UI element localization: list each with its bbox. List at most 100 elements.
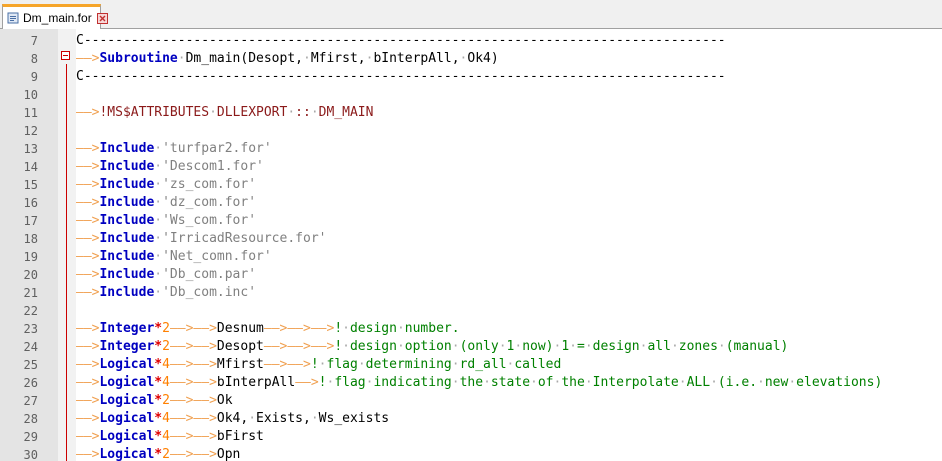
- space-dot: ·: [154, 231, 163, 246]
- space-dot: ·: [303, 51, 311, 66]
- space-dot: ·: [569, 339, 577, 354]
- tab-arrow: ——>: [263, 339, 288, 354]
- comment: design: [592, 339, 640, 354]
- directive: !MS$ATTRIBUTES: [99, 105, 210, 120]
- code-line[interactable]: 22: [0, 302, 942, 320]
- code-content: ——>Include·'Descom1.for': [76, 158, 264, 176]
- tab-arrow: ——>: [193, 393, 217, 408]
- code-text: Mfirst: [216, 357, 264, 372]
- space-dot: ·: [553, 339, 562, 354]
- space-dot: ·: [209, 105, 217, 120]
- space-dot: ·: [483, 375, 491, 390]
- tab-dm-main[interactable]: Dm_main.for: [2, 4, 108, 29]
- space-dot: ·: [584, 375, 593, 390]
- comment: new: [764, 375, 789, 390]
- space-dot: ·: [365, 51, 374, 66]
- code-line[interactable]: 16——>Include·'dz_com.for': [0, 194, 942, 212]
- space-dot: ·: [710, 375, 718, 390]
- tab-arrow: ——>: [263, 321, 288, 336]
- code-line[interactable]: 10: [0, 86, 942, 104]
- keyword: Include: [99, 177, 155, 192]
- code-content: ——>Integer*2——>——>Desopt——>——>——>!·desig…: [76, 338, 788, 356]
- string: 'Net_comn.for': [162, 249, 272, 264]
- code-line[interactable]: 25——>Logical*4——>——>Mfirst——>——>!·flag·d…: [0, 356, 942, 374]
- comment: design: [349, 339, 397, 354]
- code-line[interactable]: 29——>Logical*4——>——>bFirst: [0, 428, 942, 446]
- code-line[interactable]: 12: [0, 122, 942, 140]
- comment: now): [522, 339, 554, 354]
- tab-arrow: ——>: [310, 321, 335, 336]
- code-line[interactable]: 8——>Subroutine·Dm_main(Desopt,·Mfirst,·b…: [0, 50, 942, 68]
- string: 'Descom1.for': [162, 159, 264, 174]
- code-editor[interactable]: 7 C--------------------------------------…: [0, 29, 942, 461]
- tab-arrow: ——>: [295, 375, 319, 390]
- code-text: C---------------------------------------…: [76, 33, 726, 48]
- tab-arrow: ——>: [193, 411, 217, 426]
- code-text: Mfirst,: [310, 51, 366, 66]
- operator: *: [154, 321, 163, 336]
- tab-arrow: ——>: [76, 141, 100, 156]
- line-number: 19: [23, 250, 38, 264]
- comment: option: [404, 339, 452, 354]
- tab-arrow: ——>: [76, 285, 100, 300]
- space-dot: ·: [451, 375, 460, 390]
- code-text: Opn: [216, 447, 241, 461]
- code-content: ——>Integer*2——>——>Desnum——>——>——>!·desig…: [76, 320, 460, 338]
- tab-arrow: ——>: [193, 339, 217, 354]
- close-icon[interactable]: [96, 12, 108, 24]
- operator: *: [154, 393, 163, 408]
- line-number: 9: [30, 70, 38, 84]
- code-text: Desnum: [216, 321, 264, 336]
- comment: =: [577, 339, 585, 354]
- space-dot: ·: [365, 375, 374, 390]
- code-line[interactable]: 27——>Logical*2——>——>Ok: [0, 392, 942, 410]
- code-line[interactable]: 23——>Integer*2——>——>Desnum——>——>——>!·des…: [0, 320, 942, 338]
- tab-arrow: ——>: [76, 267, 100, 282]
- tab-arrow: ——>: [76, 447, 100, 461]
- space-dot: ·: [498, 339, 507, 354]
- code-line[interactable]: 7 C--------------------------------------…: [0, 32, 942, 50]
- comment: !: [318, 375, 327, 390]
- number: 2: [162, 393, 170, 408]
- tab-arrow: ——>: [76, 231, 100, 246]
- string: 'zs_com.for': [162, 177, 257, 192]
- tab-arrow: ——>: [76, 411, 100, 426]
- keyword: Integer: [99, 339, 155, 354]
- space-dot: ·: [248, 411, 257, 426]
- tab-arrow: ——>: [76, 321, 100, 336]
- tab-arrow: ——>: [287, 339, 311, 354]
- comment: (only: [459, 339, 499, 354]
- code-line[interactable]: 13——>Include·'turfpar2.for': [0, 140, 942, 158]
- code-line[interactable]: 24——>Integer*2——>——>Desopt——>——>——>!·des…: [0, 338, 942, 356]
- code-line[interactable]: 18——>Include·'IrricadResource.for': [0, 230, 942, 248]
- code-content: ——>Logical*4——>——>bInterpAll——>!·flag·in…: [76, 374, 882, 392]
- code-line[interactable]: 21——>Include·'Db_com.inc': [0, 284, 942, 302]
- line-number: 7: [30, 34, 38, 48]
- code-line[interactable]: 20——>Include·'Db_com.par': [0, 266, 942, 284]
- tab-arrow: ——>: [169, 411, 194, 426]
- space-dot: ·: [396, 321, 405, 336]
- directive: ::: [295, 105, 311, 120]
- tab-arrow: ——>: [76, 177, 100, 192]
- code-line[interactable]: 11——>!MS$ATTRIBUTES·DLLEXPORT·::·DM_MAIN: [0, 104, 942, 122]
- comment: the: [459, 375, 484, 390]
- space-dot: ·: [670, 339, 679, 354]
- code-text: Exists,: [256, 411, 311, 426]
- code-line[interactable]: 30——>Logical*2——>——>Opn: [0, 446, 942, 461]
- code-line[interactable]: 19——>Include·'Net_comn.for': [0, 248, 942, 266]
- number: 4: [162, 357, 170, 372]
- fold-collapse-icon[interactable]: [61, 51, 70, 60]
- code-content: ——>Logical*4——>——>Ok4,·Exists,·Ws_exists: [76, 410, 389, 428]
- code-line[interactable]: 28——>Logical*4——>——>Ok4,·Exists,·Ws_exis…: [0, 410, 942, 428]
- keyword: Include: [99, 213, 155, 228]
- keyword: Logical: [99, 429, 155, 444]
- keyword: Include: [99, 267, 155, 282]
- code-line[interactable]: 14——>Include·'Descom1.for': [0, 158, 942, 176]
- code-line[interactable]: 26——>Logical*4——>——>bInterpAll——>!·flag·…: [0, 374, 942, 392]
- number: 4: [162, 411, 170, 426]
- number: 4: [162, 429, 170, 444]
- code-line[interactable]: 15——>Include·'zs_com.for': [0, 176, 942, 194]
- code-line[interactable]: 17——>Include·'Ws_com.for': [0, 212, 942, 230]
- string: 'turfpar2.for': [162, 141, 272, 156]
